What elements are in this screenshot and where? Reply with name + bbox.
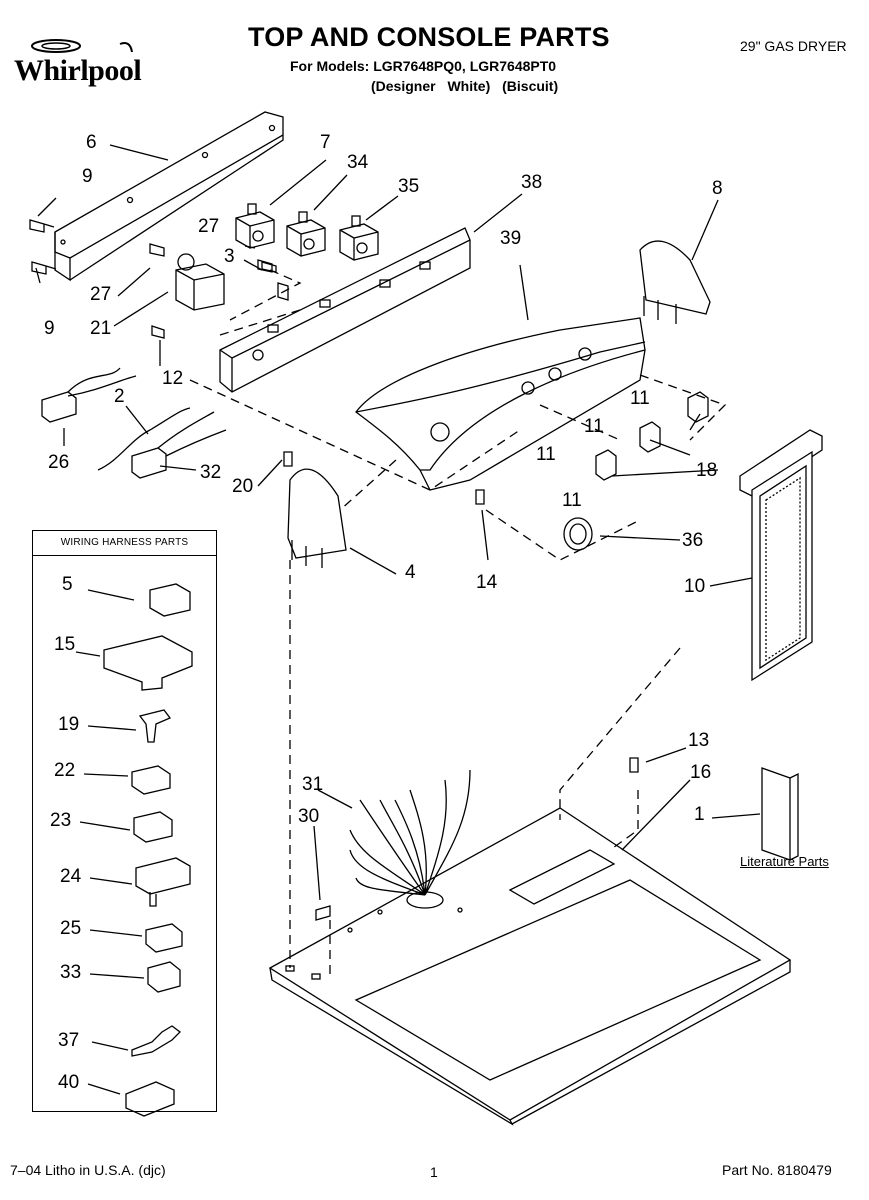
callout-25: 25 <box>60 918 82 939</box>
logo-swoosh <box>31 39 133 53</box>
knob-parts <box>563 391 709 551</box>
callout-13: 13 <box>688 730 710 751</box>
callout-32: 32 <box>200 462 222 483</box>
callout-3: 3 <box>224 246 235 267</box>
rear-bracket-part <box>54 111 284 282</box>
callout-19: 19 <box>58 714 80 735</box>
callout-30: 30 <box>298 806 320 827</box>
callout-20: 20 <box>232 476 254 497</box>
switch-parts <box>235 203 379 261</box>
wire-bundle-part <box>349 769 471 896</box>
top-panel-part <box>268 807 792 1126</box>
literature-parts-label: Literature Parts <box>740 854 829 869</box>
callout-36: 36 <box>682 530 704 551</box>
literature-part <box>761 767 799 861</box>
callout-11: 11 <box>630 388 650 409</box>
callout-6: 6 <box>86 132 97 153</box>
assembly-lines <box>189 269 727 980</box>
callout-27: 27 <box>198 216 220 237</box>
wiring-leaders <box>75 589 145 1095</box>
callout-4: 4 <box>405 562 416 583</box>
callout-40: 40 <box>58 1072 80 1093</box>
callout-1: 1 <box>694 804 705 825</box>
product-type: 29" GAS DRYER <box>740 38 847 54</box>
callout-37: 37 <box>58 1030 80 1051</box>
callout-33: 33 <box>60 962 82 983</box>
end-cap-part <box>287 240 711 568</box>
callout-21: 21 <box>90 318 112 339</box>
callout-10: 10 <box>684 576 706 597</box>
callout-39: 39 <box>500 228 522 249</box>
control-panel-part <box>219 227 471 393</box>
callout-31: 31 <box>302 774 324 795</box>
callout-7: 7 <box>320 132 331 153</box>
screw-part <box>29 219 273 339</box>
callout-15: 15 <box>54 634 76 655</box>
callout-22: 22 <box>54 760 76 781</box>
wiring-harness-box: WIRING HARNESS PARTS <box>32 530 217 1112</box>
callout-11: 11 <box>536 444 556 465</box>
page-title: TOP AND CONSOLE PARTS <box>248 22 610 52</box>
callout-23: 23 <box>50 810 72 831</box>
callout-27: 27 <box>90 284 112 305</box>
page-number: 1 <box>430 1164 438 1180</box>
callout-9: 9 <box>44 318 55 339</box>
bracket-30-part <box>315 905 331 921</box>
callout-35: 35 <box>398 176 420 197</box>
models-line: For Models: LGR7648PQ0, LGR7648PT0 <box>290 58 557 74</box>
callout-38: 38 <box>521 172 543 193</box>
variants-line: (Designer White) (Biscuit) <box>371 78 559 94</box>
console-part <box>355 317 646 491</box>
litho-note: 7–04 Litho in U.S.A. (djc) <box>10 1162 166 1178</box>
screw-14-part <box>475 489 485 505</box>
lint-filter-part <box>739 429 823 682</box>
callout-24: 24 <box>60 866 82 887</box>
wire-harness-part <box>41 367 227 479</box>
screw-20-part <box>283 451 293 467</box>
callout-2: 2 <box>114 386 125 407</box>
callout-18: 18 <box>696 460 718 481</box>
callout-12: 12 <box>162 368 184 389</box>
callout-11: 11 <box>584 416 604 437</box>
leader-lines <box>35 144 761 901</box>
callout-34: 34 <box>347 152 369 173</box>
lamp-part <box>277 282 289 301</box>
callout-26: 26 <box>48 452 70 473</box>
callout-11: 11 <box>562 490 582 511</box>
wiring-harness-title: WIRING HARNESS PARTS <box>33 531 216 556</box>
brand-logo-text: Whirlpool <box>14 54 142 87</box>
callout-16: 16 <box>690 762 712 783</box>
callout-5: 5 <box>62 574 73 595</box>
whirlpool-logo: Whirlpool <box>8 34 168 104</box>
wiring-harness-icons <box>103 583 193 1117</box>
part-number: Part No. 8180479 <box>722 1162 832 1178</box>
timer-part <box>175 253 225 311</box>
callout-9: 9 <box>82 166 93 187</box>
screw-13-part <box>629 757 639 773</box>
callout-8: 8 <box>712 178 723 199</box>
callout-14: 14 <box>476 572 498 593</box>
